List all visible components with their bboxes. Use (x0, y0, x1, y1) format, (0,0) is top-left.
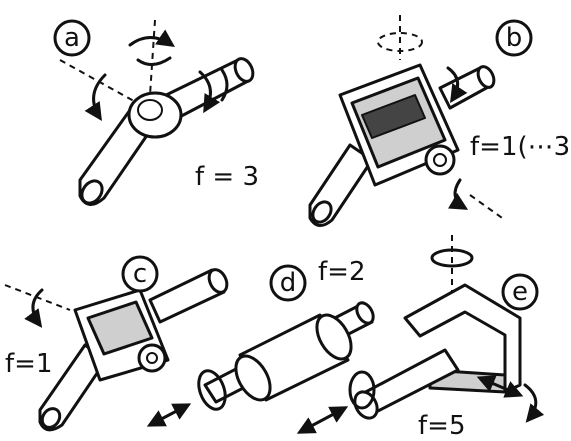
rotation-arrow (128, 29, 175, 48)
axis-line (469, 194, 506, 221)
axis-line (4, 284, 71, 311)
panel-badge-a: a (64, 23, 80, 53)
dof-label-b: f=1(⋯3) (470, 132, 571, 162)
axis-line (149, 19, 156, 96)
panel-badge-d: d (280, 268, 297, 298)
rotation-arrow (377, 32, 423, 52)
shaft-end (207, 268, 229, 294)
panel-c-revolute-joint: c f=1 (4, 255, 229, 432)
ball (127, 91, 183, 139)
rotation-arrow (198, 70, 221, 114)
shaft-end (80, 179, 104, 205)
pin-eye (137, 343, 167, 373)
dof-label-c: f=1 (5, 349, 52, 379)
pin-hole (146, 352, 158, 364)
panel-badge-circle (269, 264, 307, 302)
rotation-arrow (84, 73, 107, 122)
rotation-arrow (136, 56, 172, 66)
rotation-arrow (448, 178, 469, 210)
sleeve-end (234, 354, 272, 402)
rotation-arrow (348, 370, 376, 410)
panel-a-ball-joint: a f = 3 (53, 19, 259, 206)
rotation-arrow (197, 369, 227, 411)
panel-badge-circle (53, 19, 91, 57)
fork-core (361, 94, 426, 139)
dof-label-a: f = 3 (195, 162, 259, 192)
dof-label-e: f=5 (418, 411, 465, 441)
hinge-slot (86, 300, 154, 356)
panel-d-cylindrical-joint: d f=2 (146, 257, 375, 427)
translation-arrow (296, 406, 349, 434)
panel-badge-circle (501, 273, 539, 311)
sleeve-end (315, 313, 353, 361)
panel-badge-c: c (133, 259, 147, 289)
rotation-arrow (24, 288, 44, 328)
translation-arrow (476, 375, 524, 398)
rotation-arrow (430, 248, 474, 268)
dof-label-d: f=2 (318, 257, 365, 287)
rotation-arrow (523, 383, 545, 423)
ball-highlight (137, 99, 163, 121)
translation-arrow (146, 403, 192, 427)
shaft-end (476, 65, 496, 89)
panel-badge-b: b (506, 23, 523, 53)
rotation-arrow (446, 66, 468, 104)
pin-hole (433, 153, 447, 167)
panel-badge-e: e (512, 277, 528, 307)
shaft-end (311, 200, 333, 224)
panel-b-hinged-joint: b f=1(⋯3) (308, 15, 571, 227)
shaft-end (355, 301, 375, 325)
panel-badge-circle (495, 19, 533, 57)
pin-eye (424, 144, 456, 176)
panel-e-bracket-joint: e f=5 (296, 235, 545, 441)
shaft-end (233, 57, 255, 83)
shaft-end (40, 407, 62, 429)
rotation-arrow (220, 68, 229, 102)
panel-badge-circle (121, 255, 159, 293)
